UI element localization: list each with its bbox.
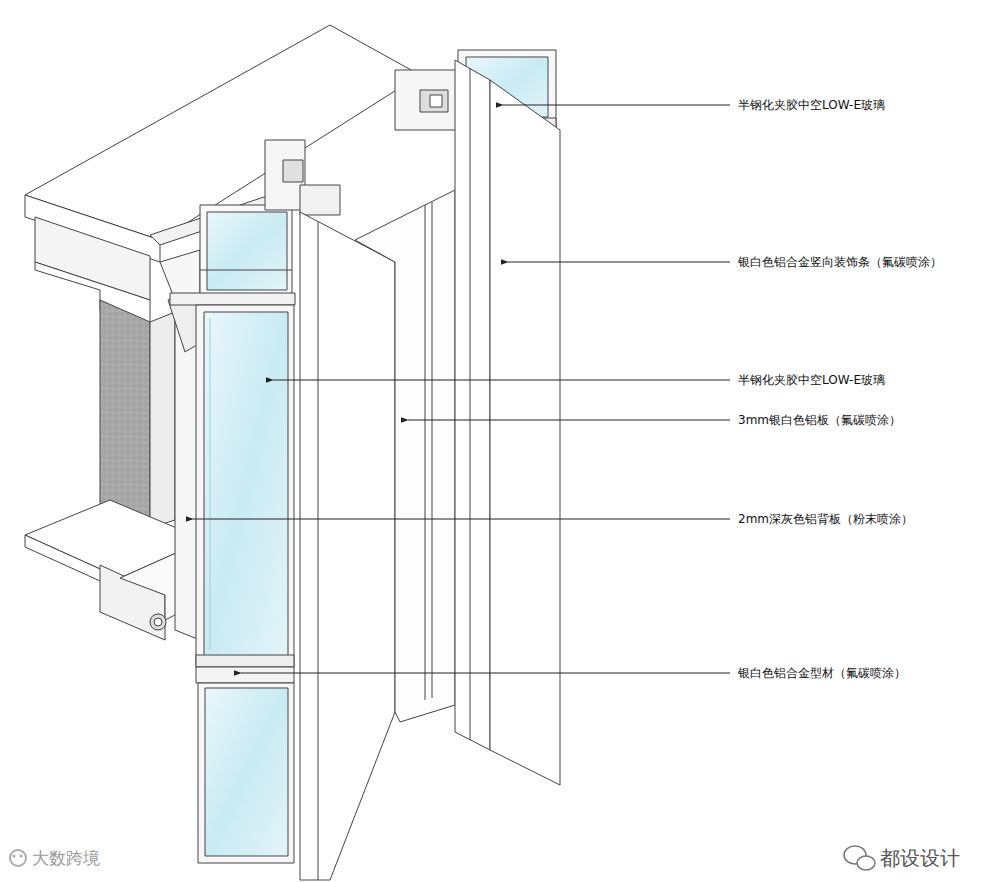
watermark: 都设设计 [880, 846, 960, 870]
callout-label: 3mm银白色铝板（氟碳喷涂） [738, 413, 901, 427]
watermark-icons [10, 846, 875, 870]
callout-label: 银白色铝合金型材（氟碳喷涂） [738, 666, 906, 680]
watermark: 大数跨境 [32, 848, 100, 868]
callout-label: 半钢化夹胶中空LOW-E玻璃 [738, 98, 885, 112]
callout-label: 半钢化夹胶中空LOW-E玻璃 [738, 373, 885, 387]
callout-label: 2mm深灰色铝背板（粉末喷涂） [738, 512, 913, 526]
leader-lines [193, 105, 730, 673]
callout-label: 银白色铝合金竖向装饰条（氟碳喷涂） [738, 255, 942, 269]
